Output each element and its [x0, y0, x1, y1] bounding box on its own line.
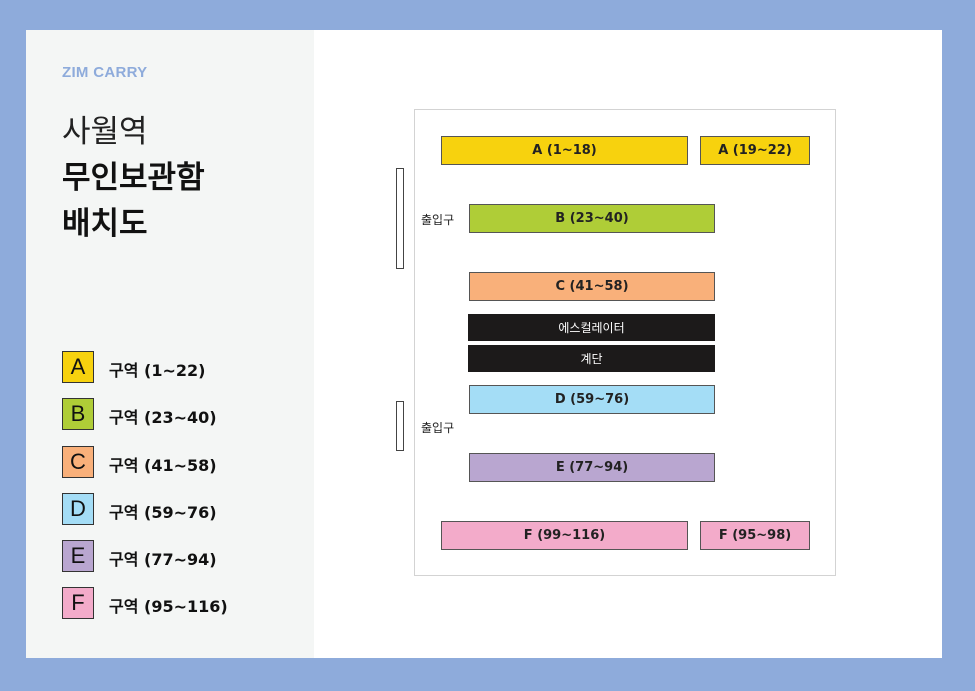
zone-f-side: F (95~98)	[700, 521, 810, 550]
legend-swatch-b: B	[62, 398, 94, 430]
zone-b: B (23~40)	[469, 204, 715, 233]
entrance-door-top	[396, 168, 404, 269]
legend-label-c: 구역 (41~58)	[109, 456, 217, 475]
legend-label-f: 구역 (95~116)	[109, 597, 228, 616]
station-name: 사월역	[62, 114, 148, 150]
zone-f-main: F (99~116)	[441, 521, 688, 550]
legend-label-b: 구역 (23~40)	[109, 408, 217, 427]
zone-a-main: A (1~18)	[441, 136, 688, 165]
page-title-line: 무인보관함	[62, 160, 205, 196]
locker-floor-map: A (1~18) A (19~22) 출입구 B (23~40) C (41~5…	[414, 109, 836, 576]
zone-d: D (59~76)	[469, 385, 715, 414]
legend-swatch-a: A	[62, 351, 94, 383]
escalator: 에스컬레이터	[468, 314, 715, 341]
left-panel: ZIM CARRY 사월역 무인보관함 배치도 A 구역 (1~22) B 구역…	[26, 30, 314, 658]
page-title-line: 배치도	[62, 206, 148, 242]
legend-swatch-d: D	[62, 493, 94, 525]
zone-e: E (77~94)	[469, 453, 715, 482]
layout-card: ZIM CARRY 사월역 무인보관함 배치도 A 구역 (1~22) B 구역…	[26, 30, 942, 658]
entrance-label-top: 출입구	[421, 213, 455, 227]
legend-label-a: 구역 (1~22)	[109, 361, 206, 380]
entrance-door-bottom	[396, 401, 404, 451]
zone-c: C (41~58)	[469, 272, 715, 301]
legend-swatch-e: E	[62, 540, 94, 572]
legend-swatch-f: F	[62, 587, 94, 619]
entrance-label-bottom: 출입구	[421, 421, 455, 435]
brand-logo: ZIM CARRY	[62, 64, 148, 81]
stairs: 계단	[468, 345, 715, 372]
zone-a-side: A (19~22)	[700, 136, 810, 165]
legend-label-d: 구역 (59~76)	[109, 503, 217, 522]
legend-swatch-c: C	[62, 446, 94, 478]
legend-label-e: 구역 (77~94)	[109, 550, 217, 569]
